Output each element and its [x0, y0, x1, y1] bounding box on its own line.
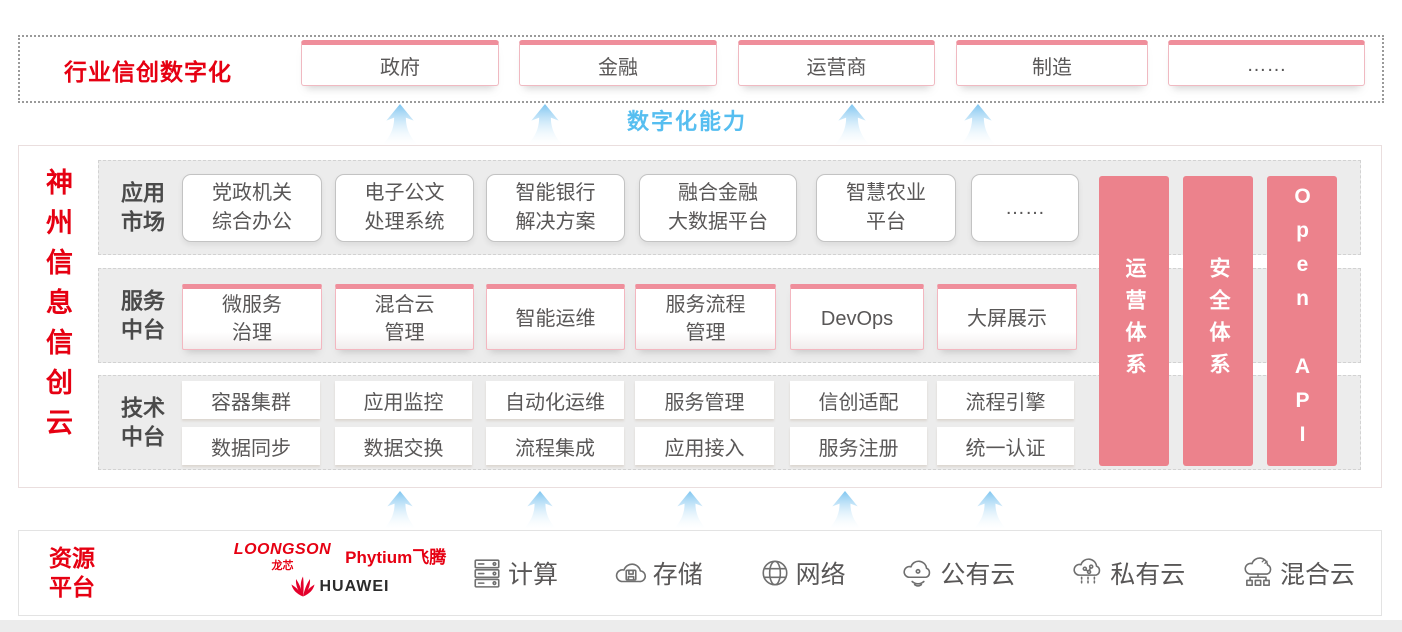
up-arrow-icon	[673, 491, 707, 529]
svc-box-hybrid-cloud-mgmt: 混合云 管理	[335, 284, 474, 350]
cloud-platform-title: 神州信息信创云	[42, 168, 72, 448]
svc-box-service-process: 服务流程 管理	[635, 284, 776, 350]
service-platform-panel: 服务 中台 微服务 治理 混合云 管理 智能运维 服务流程 管理 DevOps …	[98, 268, 1361, 363]
industry-banner-label: 行业信创数字化	[64, 59, 232, 85]
tech-box-data-sync: 数据同步	[182, 427, 320, 465]
up-arrow-icon	[973, 491, 1007, 529]
resource-item-compute: 计算	[471, 555, 558, 591]
tech-box-auto-ops: 自动化运维	[486, 381, 624, 419]
app-box-smart-agriculture: 智慧农业 平台	[816, 174, 956, 242]
up-arrow-icon	[828, 491, 862, 529]
industry-box-government: 政府	[301, 40, 499, 86]
tech-box-container-cluster: 容器集群	[182, 381, 320, 419]
tech-box-service-registry: 服务注册	[790, 427, 927, 465]
industry-box-manufacturing: 制造	[956, 40, 1148, 86]
tech-box-unified-auth: 统一认证	[937, 427, 1074, 465]
resource-item-storage: 存储	[614, 555, 703, 591]
huawei-logo: HUAWEI	[291, 576, 390, 597]
network-globe-icon	[762, 560, 788, 586]
tech-box-xinchuang-adapt: 信创适配	[790, 381, 927, 419]
app-box-party-gov-office: 党政机关 综合办公	[182, 174, 322, 242]
app-box-more: ……	[971, 174, 1079, 242]
cloud-platform-box: 神州信息信创云 应用 市场 党政机关 综合办公 电子公文 处理系统 智能银行 解…	[18, 145, 1382, 488]
app-box-e-document: 电子公文 处理系统	[335, 174, 474, 242]
up-arrow-icon	[960, 104, 996, 145]
industry-box-finance: 金融	[519, 40, 717, 86]
resource-item-private-cloud: 私有云	[1071, 555, 1185, 591]
server-icon	[474, 559, 500, 588]
svc-box-microservice: 微服务 治理	[182, 284, 322, 350]
tech-box-process-engine: 流程引擎	[937, 381, 1074, 419]
resource-platform-label: 资源 平台	[49, 545, 95, 600]
huawei-flower-icon	[291, 576, 314, 597]
tech-platform-panel: 技术 中台 容器集群 应用监控 自动化运维 服务管理 信创适配 流程引擎 数据同…	[98, 375, 1361, 470]
industry-box-more: ……	[1168, 40, 1365, 86]
storage-cloud-icon	[615, 563, 646, 583]
industry-banner: 行业信创数字化 政府 金融 运营商 制造 ……	[18, 35, 1384, 103]
resource-platform-box: 资源 平台 LOONGSON 龙芯 Phytium飞腾	[18, 530, 1382, 616]
phytium-logo: Phytium飞腾	[345, 548, 447, 567]
up-arrow-icon	[834, 104, 870, 145]
resource-item-network: 网络	[759, 555, 846, 591]
svc-box-big-screen: 大屏展示	[937, 284, 1077, 350]
vendor-logos: LOONGSON 龙芯 Phytium飞腾 HUAWEI	[215, 541, 465, 597]
app-box-finance-bigdata: 融合金融 大数据平台	[639, 174, 797, 242]
pillar-security-system: 安全体系	[1183, 176, 1253, 466]
capability-label: 数字化能力	[627, 109, 748, 134]
svc-box-smart-ops: 智能运维	[486, 284, 625, 350]
tech-box-app-monitor: 应用监控	[335, 381, 472, 419]
up-arrow-icon	[523, 491, 557, 529]
public-cloud-icon	[903, 560, 931, 587]
resource-item-hybrid-cloud: 混合云	[1241, 555, 1355, 591]
bottom-divider	[0, 620, 1402, 632]
tech-box-data-exchange: 数据交换	[335, 427, 472, 465]
industry-box-operator: 运营商	[738, 40, 935, 86]
tech-platform-label: 技术 中台	[121, 394, 166, 450]
service-platform-label: 服务 中台	[121, 287, 166, 343]
hybrid-cloud-icon	[1244, 557, 1272, 587]
loongson-logo: LOONGSON 龙芯	[233, 541, 332, 572]
resource-item-public-cloud: 公有云	[901, 555, 1015, 591]
tech-box-app-access: 应用接入	[635, 427, 774, 465]
app-market-panel: 应用 市场 党政机关 综合办公 电子公文 处理系统 智能银行 解决方案 融合金融…	[98, 160, 1361, 255]
resource-items: 计算 存储 网络 公有云	[471, 531, 1355, 615]
up-arrow-icon	[382, 104, 418, 145]
up-arrow-icon	[527, 104, 563, 145]
private-cloud-icon	[1073, 558, 1101, 586]
pillar-open-api: Open API	[1267, 176, 1337, 466]
svc-box-devops: DevOps	[790, 284, 924, 350]
app-box-smart-banking: 智能银行 解决方案	[486, 174, 625, 242]
tech-box-service-mgmt: 服务管理	[635, 381, 774, 419]
app-market-label: 应用 市场	[121, 179, 166, 235]
pillar-operations-system: 运营体系	[1099, 176, 1169, 466]
tech-box-process-integration: 流程集成	[486, 427, 624, 465]
up-arrow-icon	[383, 491, 417, 529]
